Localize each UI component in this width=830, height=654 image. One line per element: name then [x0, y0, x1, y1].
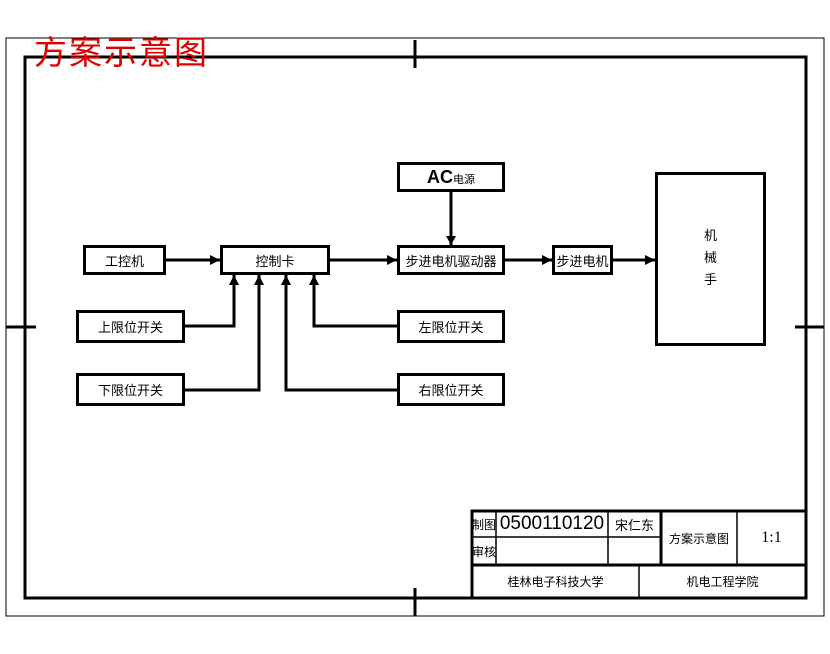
ipc-label: 工控机	[104, 254, 144, 270]
checked-by-label: 审核	[472, 544, 497, 559]
upper-limit-switch-label: 上限位开关	[97, 321, 163, 336]
left-limit-switch-block: 左限位开关	[397, 310, 505, 343]
lower-limit-switch-label: 下限位开关	[97, 384, 163, 399]
student-id: 0500110120	[499, 513, 605, 534]
title-block-grid	[470, 509, 808, 600]
stepper-motor-label: 步进电机	[556, 254, 609, 270]
drawing-scale: 1:1	[761, 529, 782, 546]
ac-power-label: AC电源	[427, 167, 475, 188]
drawn-by-label: 制图	[472, 517, 497, 532]
lower-limit-switch-block: 下限位开关	[76, 373, 185, 406]
robot-arm-char-1: 机	[703, 229, 717, 244]
right-limit-switch-label: 右限位开关	[418, 384, 484, 399]
centering-marks	[6, 40, 824, 616]
control-card-block: 控制卡	[220, 245, 330, 275]
connectors	[166, 192, 655, 392]
stepper-driver-block: 步进电机驱动器	[397, 245, 505, 275]
arrow-heads	[210, 236, 655, 285]
robot-arm-char-3: 手	[703, 273, 717, 288]
ipc-block: 工控机	[83, 245, 166, 275]
drawer-name: 宋仁东	[614, 518, 654, 534]
robot-arm-block: 机 械 手	[655, 172, 766, 346]
drawing-name: 方案示意图	[668, 531, 729, 546]
stepper-driver-label: 步进电机驱动器	[405, 254, 497, 270]
right-limit-switch-block: 右限位开关	[397, 373, 505, 406]
university-name: 桂林电子科技大学	[507, 575, 604, 589]
college-name: 机电工程学院	[686, 575, 759, 589]
upper-limit-switch-block: 上限位开关	[76, 310, 185, 343]
ac-power-block: AC电源	[397, 162, 505, 192]
control-card-label: 控制卡	[255, 254, 295, 270]
ac-power-prefix: AC	[427, 166, 453, 187]
left-limit-switch-label: 左限位开关	[418, 321, 484, 336]
stepper-motor-block: 步进电机	[552, 245, 613, 275]
diagram-title: 方案示意图	[34, 33, 209, 72]
ac-power-suffix: 电源	[453, 172, 475, 186]
robot-arm-char-2: 械	[703, 251, 717, 266]
